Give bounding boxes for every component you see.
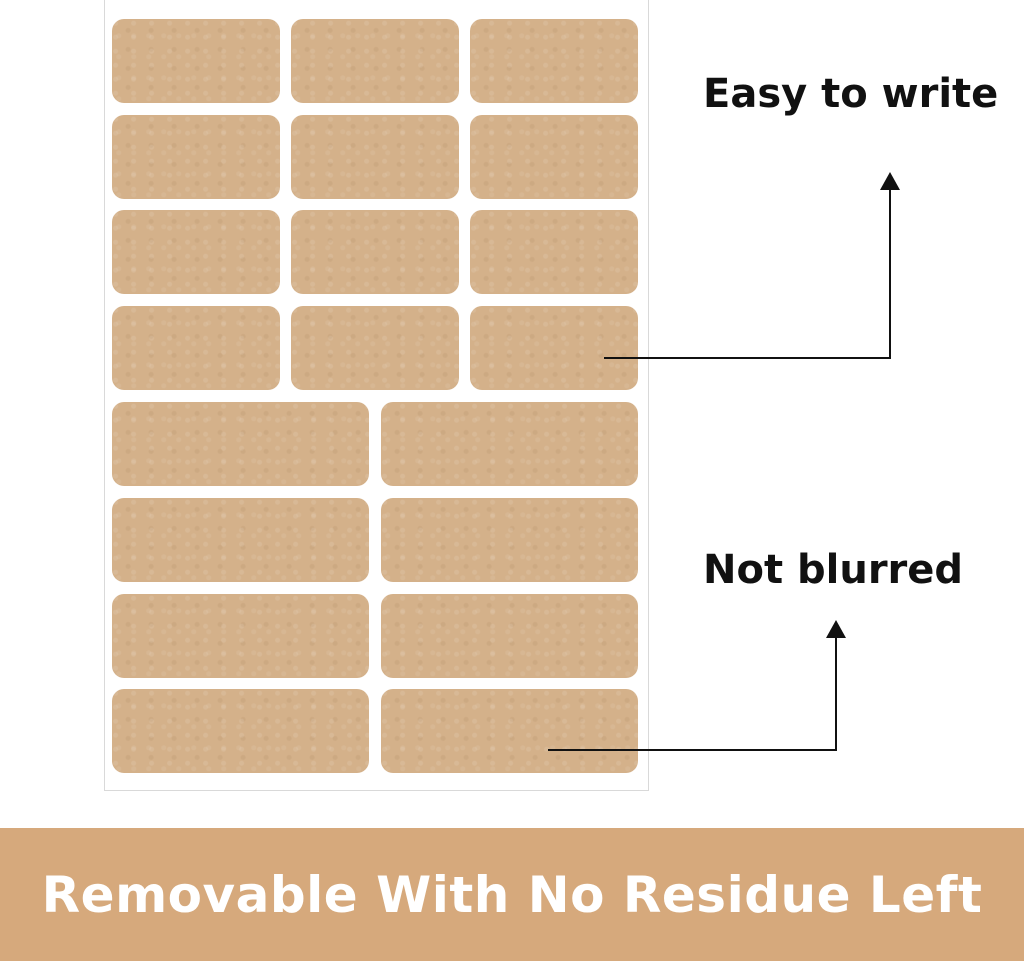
kraft-label-wide	[112, 402, 369, 486]
kraft-label-wide	[112, 689, 369, 773]
kraft-label-wide	[381, 594, 638, 678]
kraft-label	[470, 115, 638, 199]
easy-to-write-arrow	[604, 172, 900, 359]
kraft-label-wide	[381, 402, 638, 486]
easy-to-write-callout: Easy to write	[703, 71, 999, 117]
kraft-label	[470, 210, 638, 294]
kraft-label	[291, 115, 459, 199]
kraft-label	[112, 115, 280, 199]
not-blurred-callout: Not blurred	[703, 547, 964, 593]
kraft-label	[291, 306, 459, 390]
banner-headline: Removable With No Residue Left	[41, 865, 983, 924]
kraft-label	[112, 19, 280, 103]
kraft-label-wide	[381, 498, 638, 582]
kraft-label-wide	[112, 498, 369, 582]
not-blurred-arrow	[548, 620, 846, 751]
kraft-label	[291, 210, 459, 294]
kraft-label-wide	[112, 594, 369, 678]
kraft-label	[291, 19, 459, 103]
kraft-label-wide	[381, 689, 638, 773]
kraft-label	[470, 19, 638, 103]
bottom-banner: Removable With No Residue Left	[0, 828, 1024, 961]
kraft-label	[470, 306, 638, 390]
kraft-label	[112, 210, 280, 294]
kraft-label	[112, 306, 280, 390]
